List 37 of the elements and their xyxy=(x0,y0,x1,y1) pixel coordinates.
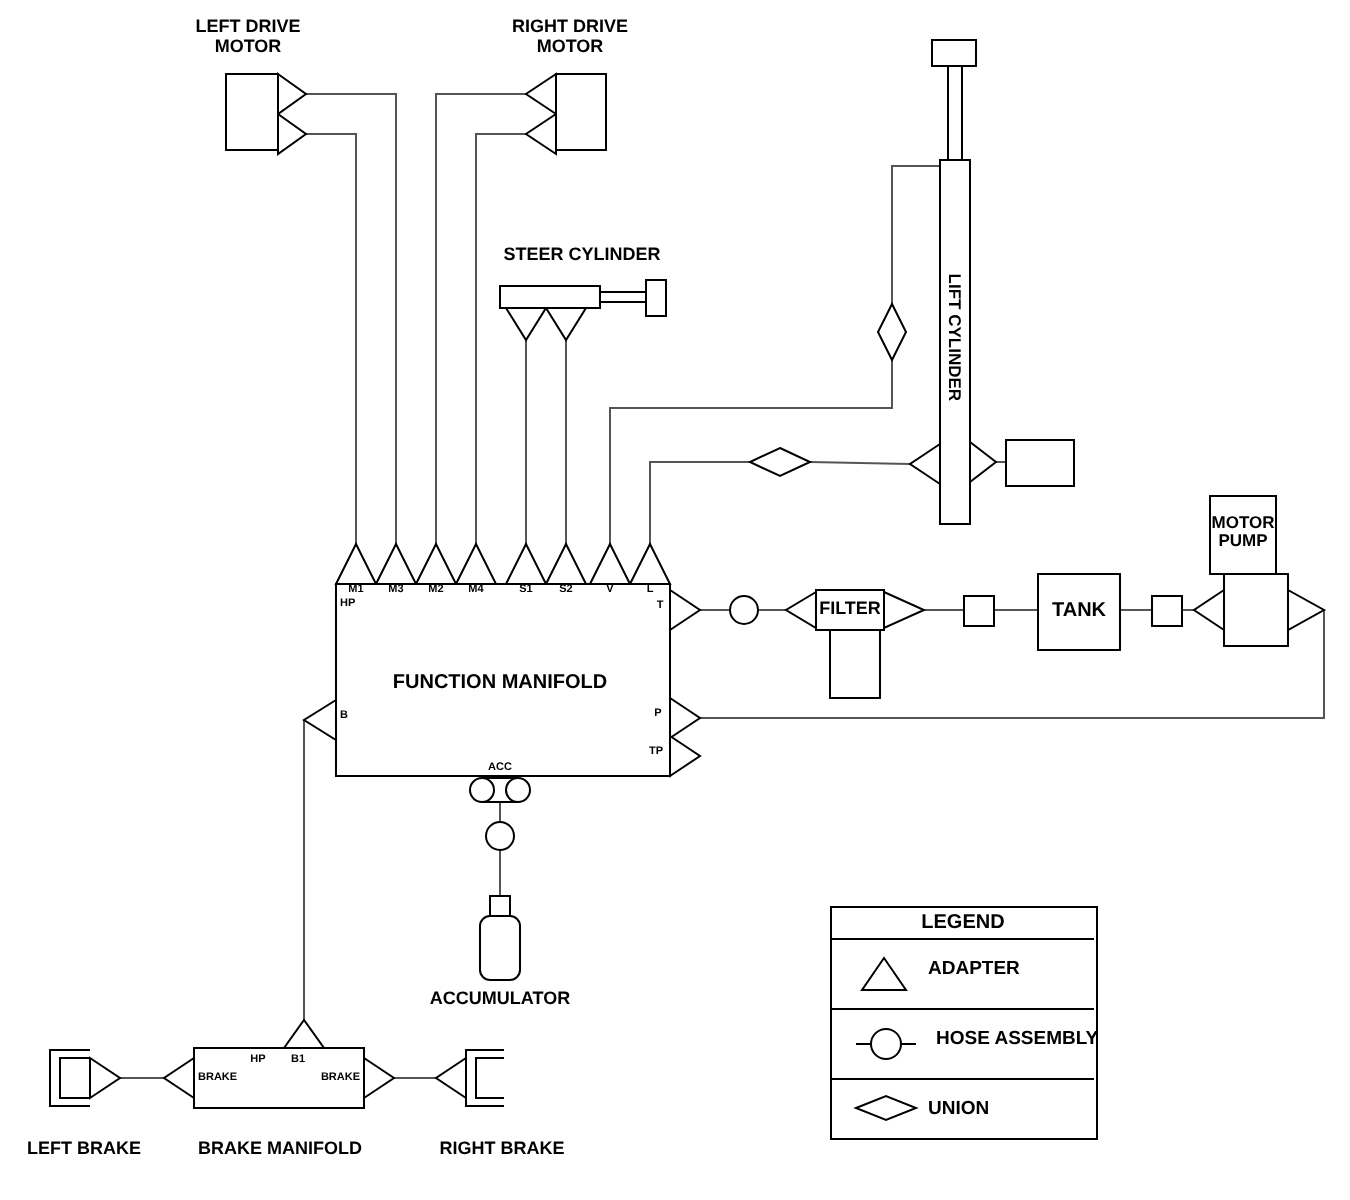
hose-line xyxy=(649,461,751,545)
component-label: RIGHT BRAKE xyxy=(437,1140,567,1160)
hose-line xyxy=(499,801,501,823)
hose-line xyxy=(305,133,357,545)
legend-text: ADAPTER xyxy=(928,960,1020,981)
component-label: FUNCTION MANIFOLD xyxy=(390,672,610,694)
hose-line xyxy=(525,339,527,545)
legend-text: UNION xyxy=(928,1100,990,1121)
legend-text: HOSE ASSEMBLY xyxy=(936,1030,1099,1051)
legend-title: LEGEND xyxy=(832,908,1094,940)
component-label: STEER CYLINDER xyxy=(501,246,663,266)
hose-line xyxy=(565,339,567,545)
hose-line xyxy=(757,609,787,611)
hose-line xyxy=(499,849,501,897)
hose-line xyxy=(699,609,1325,719)
component-label: BRAKE MANIFOLD xyxy=(196,1140,364,1160)
hose-line xyxy=(393,1077,437,1079)
hose-line xyxy=(475,133,527,545)
hose-line xyxy=(609,359,893,545)
component-label: LIFT CYLINDER xyxy=(944,271,964,406)
hose-line xyxy=(993,609,1039,611)
component-label: TANK xyxy=(1049,600,1109,622)
component-label: ACCUMULATOR xyxy=(427,990,573,1010)
hose-line xyxy=(305,93,397,545)
hose-line xyxy=(1119,609,1153,611)
hose-line xyxy=(891,165,941,305)
hose-line xyxy=(923,609,965,611)
component-label: FILTER xyxy=(817,600,883,620)
hose-line xyxy=(809,461,911,465)
component-label: LEFT BRAKE xyxy=(25,1140,143,1160)
component-label: RIGHT DRIVE MOTOR xyxy=(510,18,630,58)
hose-line xyxy=(699,609,731,611)
component-label: MOTOR PUMP xyxy=(1210,514,1276,552)
hose-line xyxy=(119,1077,165,1079)
hose-line xyxy=(303,719,305,1021)
hose-line xyxy=(435,93,527,545)
component-label: LEFT DRIVE MOTOR xyxy=(193,18,303,58)
